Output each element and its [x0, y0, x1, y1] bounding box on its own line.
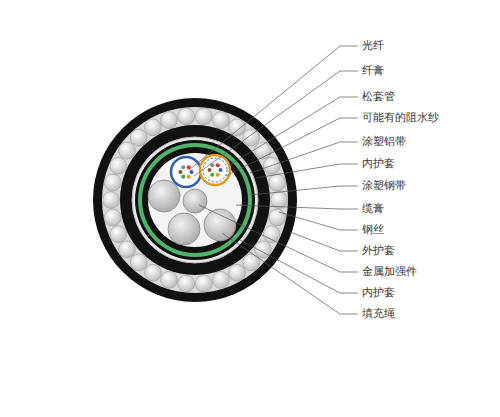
- filler-rope: [148, 180, 180, 212]
- steel-wire: [104, 209, 121, 226]
- steel-wire: [103, 192, 120, 209]
- steel-wire: [213, 271, 230, 288]
- steel-wire: [130, 129, 147, 146]
- part-label: 钢丝: [361, 223, 385, 237]
- loose-tube: [200, 155, 230, 185]
- steel-wire: [263, 226, 280, 243]
- part-label: 外护套: [361, 244, 396, 258]
- fiber: [181, 165, 185, 169]
- steel-wire: [271, 192, 288, 209]
- part-label: 涂塑钢带: [361, 179, 407, 193]
- part-label: 纤膏: [361, 64, 385, 78]
- part-label: 可能有的阻水纱: [361, 111, 440, 125]
- steel-wire: [119, 241, 136, 258]
- inner-sheath-2: [135, 140, 255, 260]
- part-label: 内护套: [361, 157, 396, 171]
- leader-lines: [189, 46, 358, 314]
- steel-wire: [104, 174, 121, 191]
- fiber: [216, 163, 220, 167]
- fiber: [210, 173, 214, 177]
- inner-sheath: [120, 125, 270, 275]
- outer-sheath: [93, 98, 297, 302]
- steel-wire: [178, 275, 195, 292]
- inner-jacket: [142, 147, 248, 253]
- steel-wire: [110, 226, 127, 243]
- part-label: 缆膏: [361, 202, 385, 216]
- steel-wire: [243, 254, 260, 271]
- steel-wires: [103, 108, 288, 292]
- steel-wire: [161, 271, 178, 288]
- steel-wire: [195, 275, 212, 292]
- steel-wire: [269, 209, 286, 226]
- fiber: [179, 170, 183, 174]
- steel-wire: [161, 112, 178, 129]
- water-blocking-yarn: [203, 158, 227, 182]
- filler-rope: [204, 209, 236, 241]
- core-filling: [148, 153, 242, 247]
- fiber: [190, 170, 194, 174]
- part-label: 涂塑铝带: [361, 135, 407, 149]
- fiber: [187, 175, 191, 179]
- fiber: [208, 168, 212, 172]
- steel-wire: [229, 119, 246, 136]
- part-label: 金属加强件: [361, 265, 418, 279]
- strength-member: [183, 189, 207, 213]
- loose-tube: [171, 157, 201, 187]
- steel-wire: [269, 174, 286, 191]
- filler-rope: [168, 213, 200, 245]
- fiber: [219, 168, 223, 172]
- steel-wire: [145, 119, 162, 136]
- part-label: 内护套: [361, 286, 396, 300]
- part-label: 填充绳: [361, 307, 396, 321]
- part-label: 松套管: [361, 90, 396, 104]
- steel-wire: [145, 264, 162, 281]
- steel-wire: [110, 157, 127, 174]
- steel-wire: [119, 142, 136, 159]
- wire-layer: [102, 107, 288, 293]
- aluminum-tape: [132, 137, 258, 263]
- steel-wire: [243, 129, 260, 146]
- part-label: 光纤: [361, 39, 385, 53]
- fiber: [216, 173, 220, 177]
- steel-tape: [138, 143, 252, 257]
- fiber: [181, 175, 185, 179]
- steel-wire: [229, 264, 246, 281]
- steel-wire: [178, 108, 195, 125]
- steel-wire: [130, 254, 147, 271]
- steel-wire: [213, 112, 230, 129]
- steel-wire: [195, 108, 212, 125]
